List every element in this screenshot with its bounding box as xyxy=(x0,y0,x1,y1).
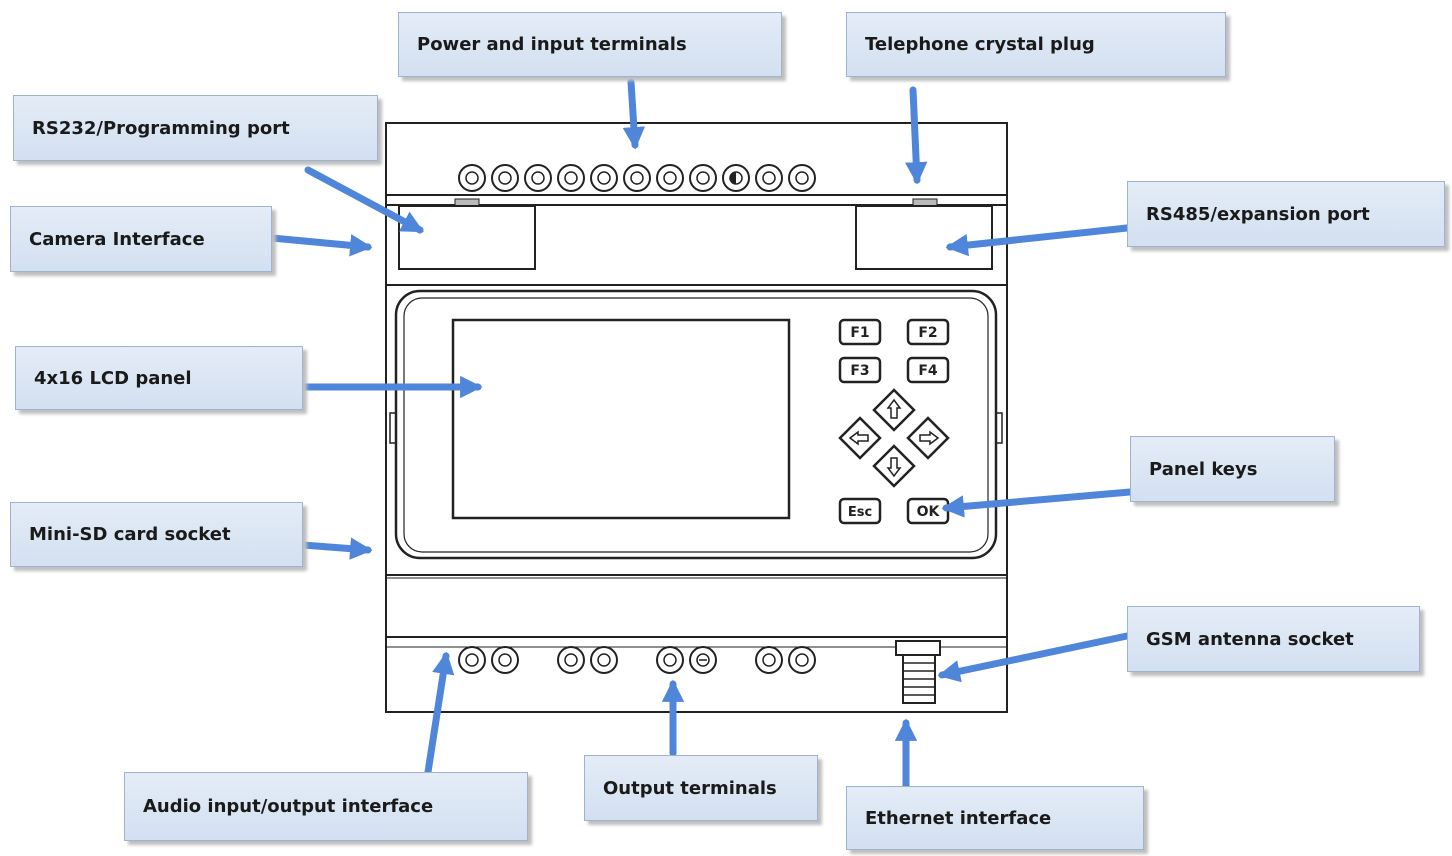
camera-rs232-port xyxy=(398,205,536,270)
panel-keypad: F1 F2 F3 F4 xyxy=(838,318,950,525)
terminal-screw xyxy=(656,646,684,674)
arrow-left-icon xyxy=(848,430,869,446)
terminal-screw xyxy=(458,646,486,674)
side-clip-right xyxy=(995,412,1003,444)
key-esc-label: Esc xyxy=(848,505,872,520)
arrow-mini-sd xyxy=(299,537,373,560)
rs485-port xyxy=(855,205,993,270)
callout-rs485-text: RS485/expansion port xyxy=(1146,203,1370,225)
callout-telephone: Telephone crystal plug xyxy=(846,12,1226,77)
callout-mini-sd-text: Mini-SD card socket xyxy=(29,524,231,545)
terminal-screw xyxy=(755,646,783,674)
callout-gsm: GSM antenna socket xyxy=(1127,606,1420,672)
terminal-screw xyxy=(557,646,585,674)
terminal-screw xyxy=(755,164,783,192)
callout-output-text: Output terminals xyxy=(603,777,777,799)
terminal-screw xyxy=(656,164,684,192)
callout-mini-sd: Mini-SD card socket xyxy=(10,502,303,567)
terminal-screw xyxy=(557,164,585,192)
terminal-screw xyxy=(491,164,519,192)
terminal-screw xyxy=(788,646,816,674)
callout-ethernet-text: Ethernet interface xyxy=(865,807,1052,829)
callout-audio-text: Audio input/output interface xyxy=(143,796,434,817)
key-esc[interactable]: Esc xyxy=(838,497,882,525)
key-f2[interactable]: F2 xyxy=(906,318,950,346)
callout-gsm-text: GSM antenna socket xyxy=(1146,628,1354,650)
terminal-screw xyxy=(689,646,717,674)
top-terminals xyxy=(458,164,816,192)
callout-panel-keys-text: Panel keys xyxy=(1149,458,1258,480)
key-ok-label: OK xyxy=(917,504,941,520)
key-down[interactable] xyxy=(872,444,916,488)
key-left[interactable] xyxy=(838,416,882,460)
key-f1-label: F1 xyxy=(850,325,869,341)
key-f4-label: F4 xyxy=(918,363,938,379)
terminal-screw xyxy=(590,164,618,192)
key-ok[interactable]: OK xyxy=(906,497,950,525)
callout-output: Output terminals xyxy=(584,755,818,821)
callout-lcd: 4x16 LCD panel xyxy=(15,346,303,410)
key-up[interactable] xyxy=(872,388,916,432)
terminal-screw xyxy=(623,164,651,192)
terminal-screw xyxy=(788,164,816,192)
callout-rs485: RS485/expansion port xyxy=(1127,181,1445,247)
arrow-power-input xyxy=(622,78,646,150)
callout-power-input: Power and input terminals xyxy=(398,12,782,77)
callout-lcd-text: 4x16 LCD panel xyxy=(34,367,192,389)
arrow-telephone xyxy=(905,86,928,185)
key-f2-label: F2 xyxy=(918,325,937,341)
key-f3[interactable]: F3 xyxy=(838,356,882,384)
gsm-antenna-connector xyxy=(895,640,941,704)
callout-rs232-text: RS232/Programming port xyxy=(32,117,290,139)
terminal-screw xyxy=(689,164,717,192)
key-right[interactable] xyxy=(906,416,950,460)
arrow-up-icon xyxy=(886,398,902,419)
terminal-screw xyxy=(491,646,519,674)
lcd-screen xyxy=(451,318,791,520)
key-f1[interactable]: F1 xyxy=(838,318,882,346)
key-f3-label: F3 xyxy=(850,363,869,379)
callout-power-input-text: Power and input terminals xyxy=(417,34,687,55)
arrow-rs485 xyxy=(945,224,1131,257)
arrow-right-icon xyxy=(919,430,940,446)
side-clip-left xyxy=(389,412,397,444)
callout-camera: Camera Interface xyxy=(10,206,272,272)
arrow-camera xyxy=(268,234,373,257)
terminal-screw xyxy=(722,164,750,192)
callout-rs232: RS232/Programming port xyxy=(13,95,378,161)
terminal-screw xyxy=(524,164,552,192)
terminal-screw xyxy=(458,164,486,192)
callout-audio: Audio input/output interface xyxy=(124,772,528,841)
callout-panel-keys: Panel keys xyxy=(1130,436,1335,502)
arrow-rs232 xyxy=(304,166,424,234)
arrow-down-icon xyxy=(886,457,902,478)
bottom-terminals xyxy=(458,646,816,674)
callout-arrows xyxy=(268,78,1134,790)
callout-telephone-text: Telephone crystal plug xyxy=(865,34,1095,55)
key-f4[interactable]: F4 xyxy=(906,356,950,384)
arrow-panel-keys xyxy=(941,488,1134,518)
callout-ethernet: Ethernet interface xyxy=(846,786,1144,850)
lower-band xyxy=(385,574,1008,638)
callout-camera-text: Camera Interface xyxy=(29,228,205,250)
terminal-screw xyxy=(590,646,618,674)
arrow-audio xyxy=(424,651,455,776)
arrow-gsm xyxy=(937,632,1131,683)
